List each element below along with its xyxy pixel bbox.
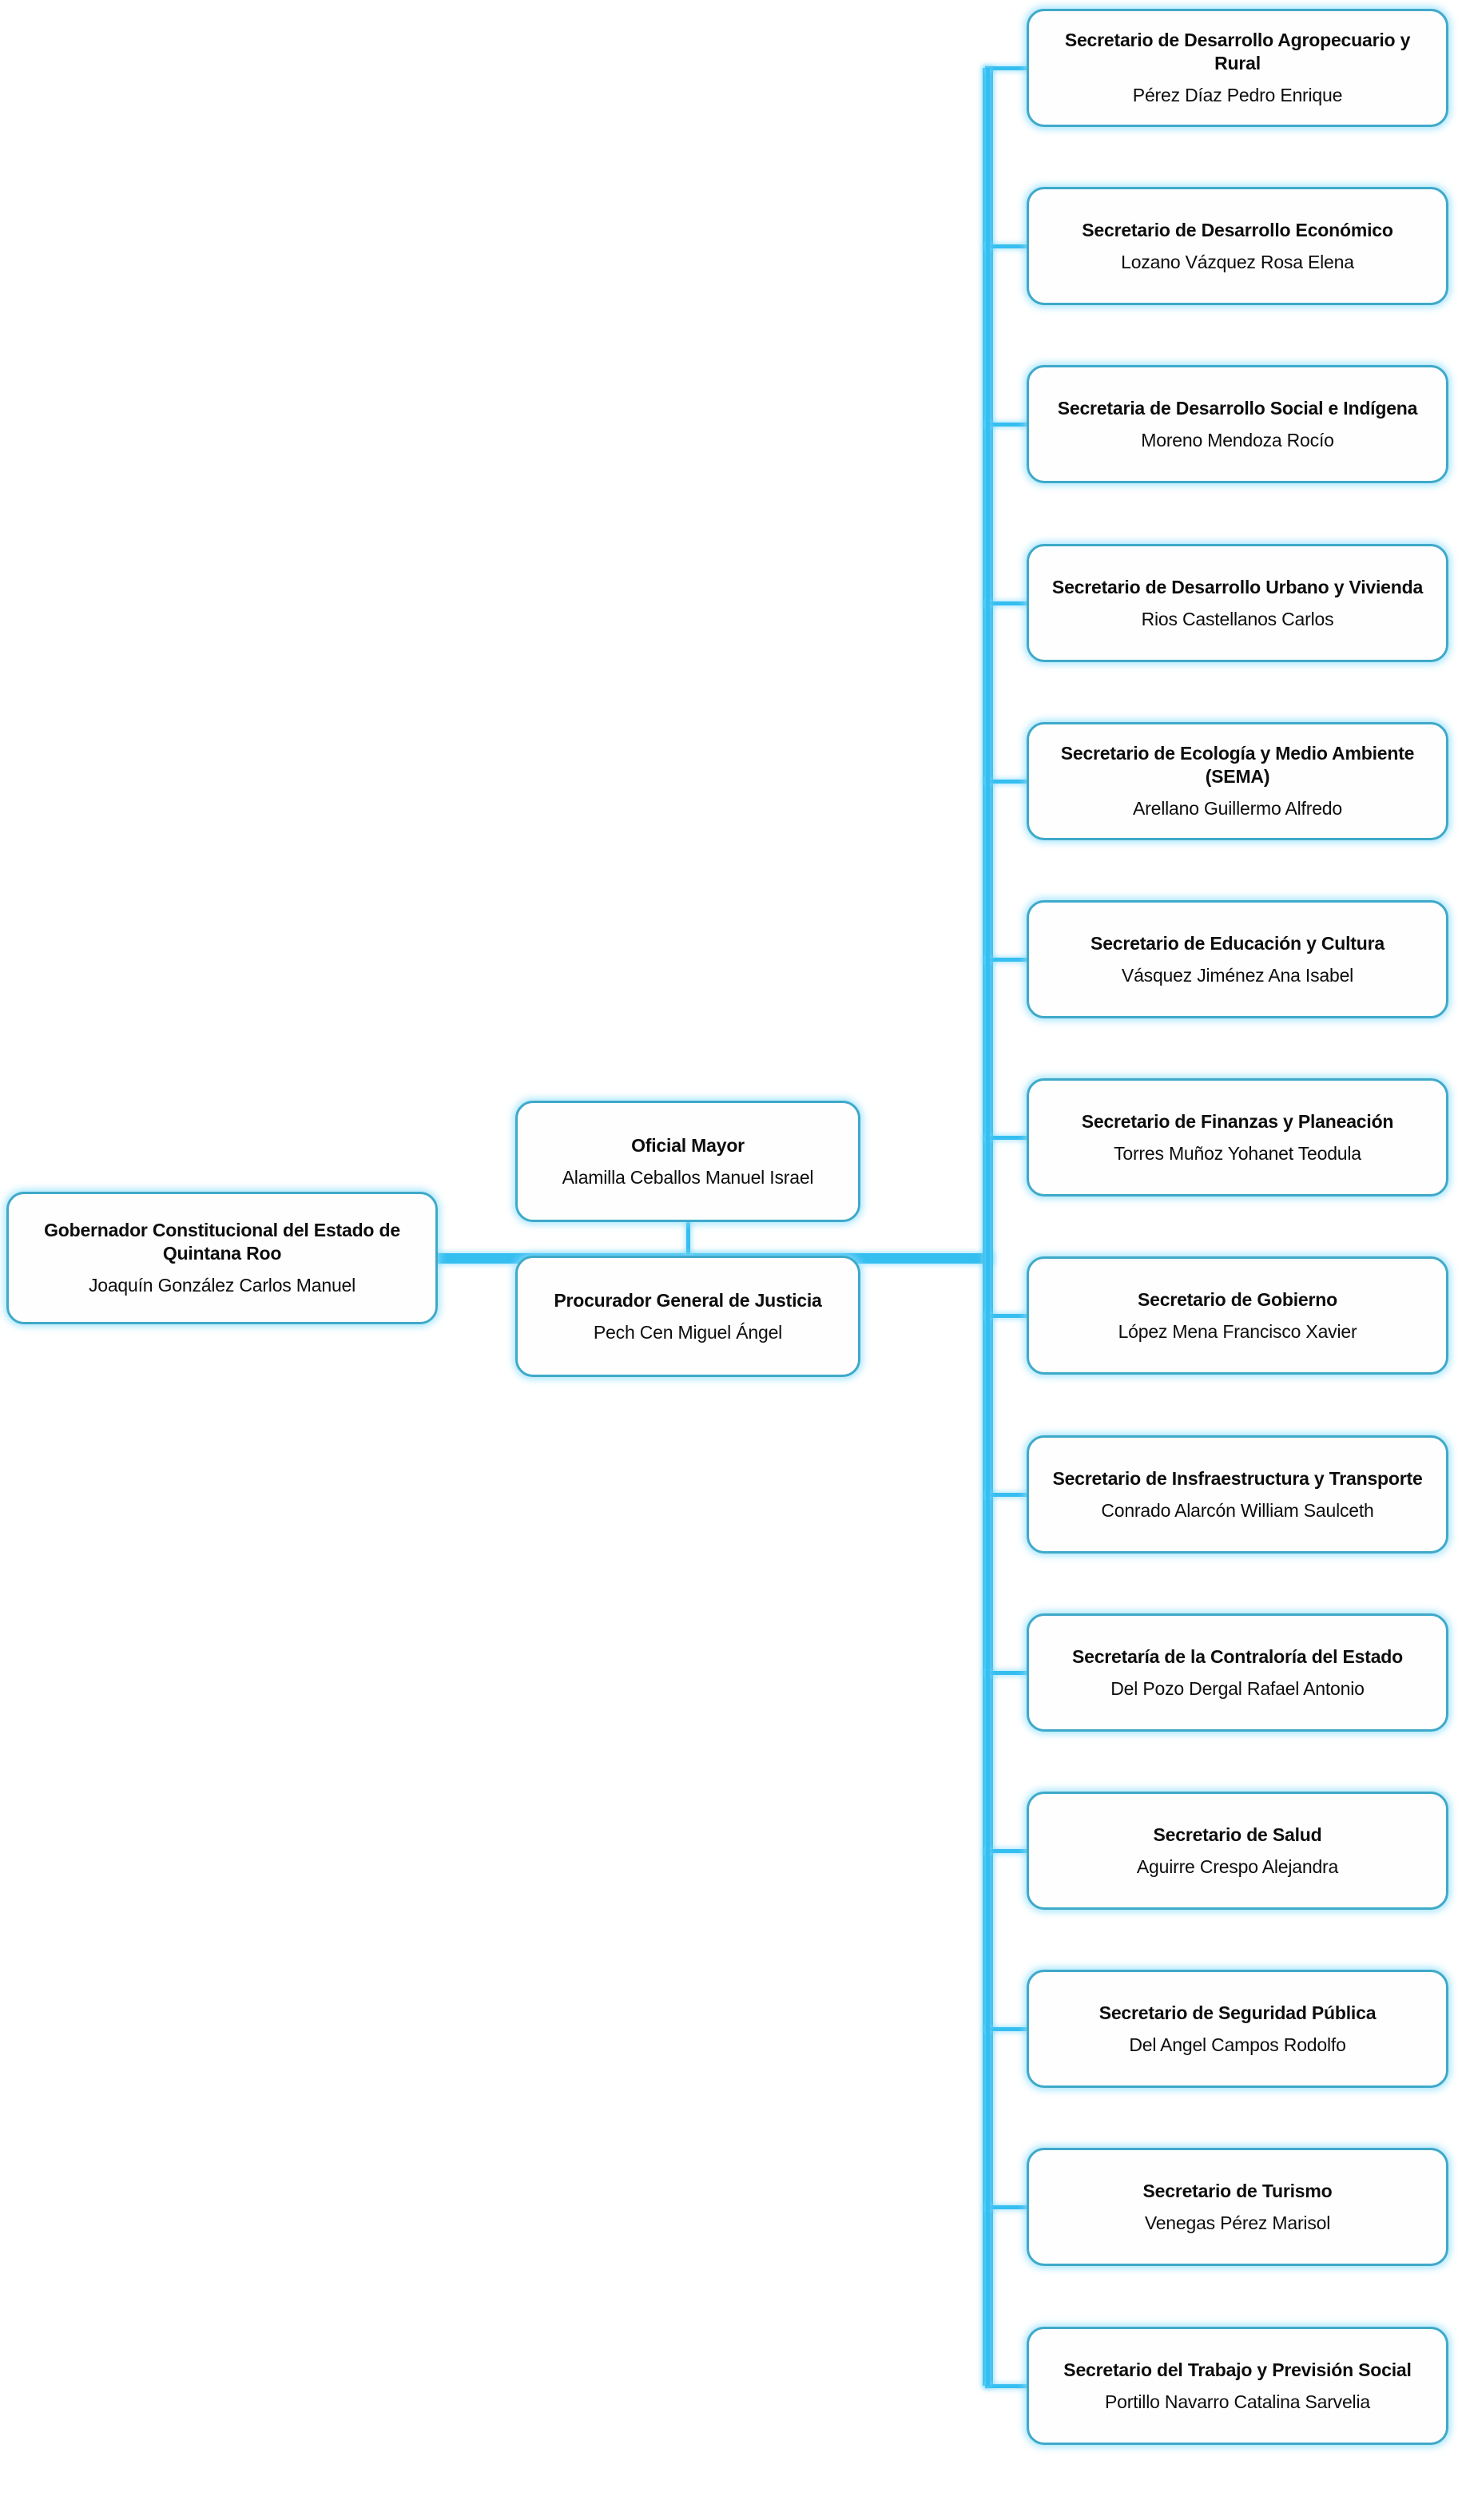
right-branch-8	[985, 1493, 1030, 1497]
node-person: Moreno Mendoza Rocío	[1141, 430, 1334, 451]
node-person: Conrado Alarcón William Saulceth	[1101, 1500, 1374, 1522]
node-person: Portillo Navarro Catalina Sarvelia	[1105, 2391, 1370, 2413]
node-title: Secretaría de la Contraloría del Estado	[1071, 1645, 1404, 1667]
node-title: Secretario de Turismo	[1142, 2180, 1333, 2201]
node-right-8[interactable]: Secretario de Insfraestructura y Transpo…	[1027, 1435, 1448, 1554]
node-right-13[interactable]: Secretario del Trabajo y Previsión Socia…	[1027, 2327, 1448, 2445]
node-person: Torres Muñoz Yohanet Teodula	[1114, 1143, 1361, 1165]
node-title: Procurador General de Justicia	[554, 1289, 822, 1311]
node-person: Alamilla Ceballos Manuel Israel	[562, 1167, 814, 1189]
node-title: Secretario de Desarrollo Urbano y Vivien…	[1051, 576, 1424, 597]
node-right-2[interactable]: Secretaria de Desarrollo Social e Indíge…	[1027, 365, 1448, 483]
node-person: Arellano Guillermo Alfredo	[1133, 798, 1342, 819]
right-branch-11	[985, 2027, 1030, 2031]
node-title: Secretario de Desarrollo Económico	[1082, 219, 1393, 240]
node-person: Pech Cen Miguel Ángel	[593, 1322, 783, 1343]
node-person: Del Pozo Dergal Rafael Antonio	[1110, 1678, 1365, 1700]
node-person: Del Angel Campos Rodolfo	[1129, 2034, 1346, 2056]
right-branch-13	[985, 2384, 1030, 2388]
node-person: Joaquín González Carlos Manuel	[88, 1275, 356, 1296]
node-title: Secretario de Gobierno	[1138, 1288, 1337, 1310]
right-branch-9	[985, 1671, 1030, 1675]
node-title: Secretario de Finanzas y Planeación	[1081, 1110, 1394, 1132]
node-title: Secretario de Seguridad Pública	[1098, 2002, 1377, 2023]
node-title: Secretaria de Desarrollo Social e Indíge…	[1057, 397, 1418, 419]
right-branch-2	[985, 423, 1030, 427]
node-right-3[interactable]: Secretario de Desarrollo Urbano y Vivien…	[1027, 544, 1448, 662]
right-branch-3	[985, 601, 1030, 605]
node-person: López Mena Francisco Xavier	[1118, 1321, 1357, 1343]
node-person: Venegas Pérez Marisol	[1144, 2212, 1331, 2234]
right-branch-10	[985, 1849, 1030, 1853]
right-branch-4	[985, 780, 1030, 784]
right-branch-6	[985, 1136, 1030, 1140]
node-title: Secretario de Ecología y Medio Ambiente …	[1060, 743, 1415, 787]
node-title: Secretario de Desarrollo Agropecuario y …	[1064, 30, 1411, 73]
node-title: Secretario de Educación y Cultura	[1091, 932, 1385, 954]
node-right-0[interactable]: Secretario de Desarrollo Agropecuario y …	[1027, 9, 1448, 127]
node-person: Pérez Díaz Pedro Enrique	[1132, 85, 1343, 106]
node-right-4[interactable]: Secretario de Ecología y Medio Ambiente …	[1027, 722, 1448, 840]
node-gobernador[interactable]: Gobernador Constitucional del Estado de …	[6, 1192, 438, 1324]
spine-riser	[986, 68, 990, 2386]
node-person: Lozano Vázquez Rosa Elena	[1121, 252, 1354, 273]
right-branch-5	[985, 958, 1030, 962]
right-branch-12	[985, 2205, 1030, 2209]
node-title: Secretario del Trabajo y Previsión Socia…	[1063, 2359, 1412, 2380]
middle-stub-0	[686, 1220, 690, 1258]
right-branch-0	[985, 66, 1030, 70]
node-person: Vásquez Jiménez Ana Isabel	[1121, 965, 1354, 986]
node-title: Gobernador Constitucional del Estado de …	[44, 1220, 400, 1264]
node-person: Rios Castellanos Carlos	[1141, 609, 1334, 630]
node-title: Secretario de Salud	[1153, 1824, 1322, 1845]
node-title: Oficial Mayor	[631, 1134, 745, 1156]
right-branch-1	[985, 244, 1030, 248]
node-person: Aguirre Crespo Alejandra	[1136, 1856, 1339, 1878]
node-title: Secretario de Insfraestructura y Transpo…	[1052, 1467, 1423, 1489]
right-branch-7	[985, 1314, 1030, 1318]
